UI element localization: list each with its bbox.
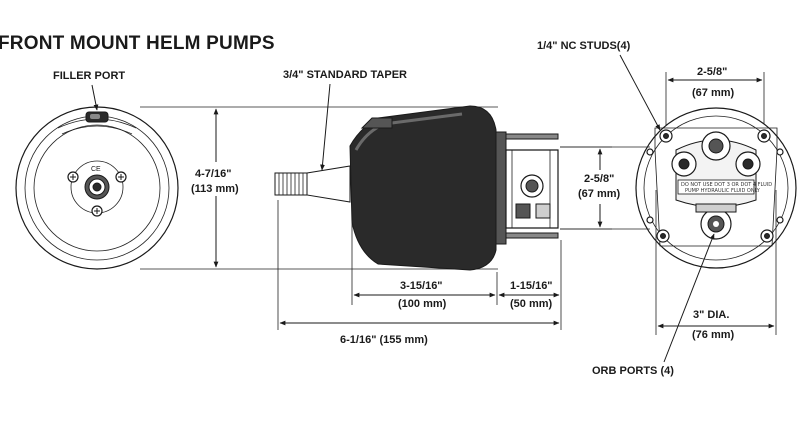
orb-ports-leader — [663, 233, 715, 363]
stud-v-mm: (67 mm) — [578, 188, 621, 200]
rear-stud-bottom-left — [656, 229, 670, 243]
height-dim-mm: (113 mm) — [191, 183, 239, 195]
diameter-mm: (76 mm) — [692, 329, 735, 341]
ce-mark: CE — [91, 166, 101, 173]
page-title: FRONT MOUNT HELM PUMPS — [0, 33, 275, 54]
body-length-mm: (100 mm) — [398, 298, 447, 310]
rear-stud-top-left — [659, 129, 673, 143]
body-length-in: 3-15/16" — [400, 280, 443, 292]
rear-stud-bottom-right — [760, 229, 774, 243]
standard-taper-label: 3/4" STANDARD TAPER — [283, 69, 407, 81]
taper-leader — [320, 83, 331, 171]
side-stud-bottom — [505, 232, 559, 239]
plate-text-1: DO NOT USE DOT 3 OR DOT 4 FLUID — [681, 182, 772, 188]
front-screw-left — [67, 171, 79, 183]
front-screw-bottom — [91, 205, 103, 217]
plate-text-2: PUMP HYDRAULIC FLUID ONLY — [685, 188, 761, 194]
stud-h-mm: (67 mm) — [692, 87, 735, 99]
total-length-label: 6-1/16" (155 mm) — [340, 334, 428, 346]
rear-view: DO NOT USE DOT 3 OR DOT 4 FLUID PUMP HYD… — [635, 107, 797, 269]
diameter-in: 3" DIA. — [693, 309, 729, 321]
rear-stud-top-right — [757, 129, 771, 143]
rear-length-in: 1-15/16" — [510, 280, 553, 292]
stud-v-in: 2-5/8" — [584, 173, 614, 185]
filler-port-cap — [85, 111, 109, 123]
rear-length-mm: (50 mm) — [510, 298, 553, 310]
front-view: CE — [15, 106, 179, 270]
orb-ports-label: ORB PORTS (4) — [592, 365, 674, 377]
front-screw-right — [115, 171, 127, 183]
side-view — [274, 105, 559, 271]
nc-studs-label: 1/4" NC STUDS(4) — [537, 40, 631, 52]
filler-port-label: FILLER PORT — [53, 70, 125, 82]
nc-studs-leader — [619, 54, 661, 131]
stud-h-in: 2-5/8" — [697, 66, 727, 78]
height-dim-in: 4-7/16" — [195, 168, 231, 180]
filler-port-leader — [91, 84, 99, 111]
side-stud-top — [505, 133, 559, 140]
